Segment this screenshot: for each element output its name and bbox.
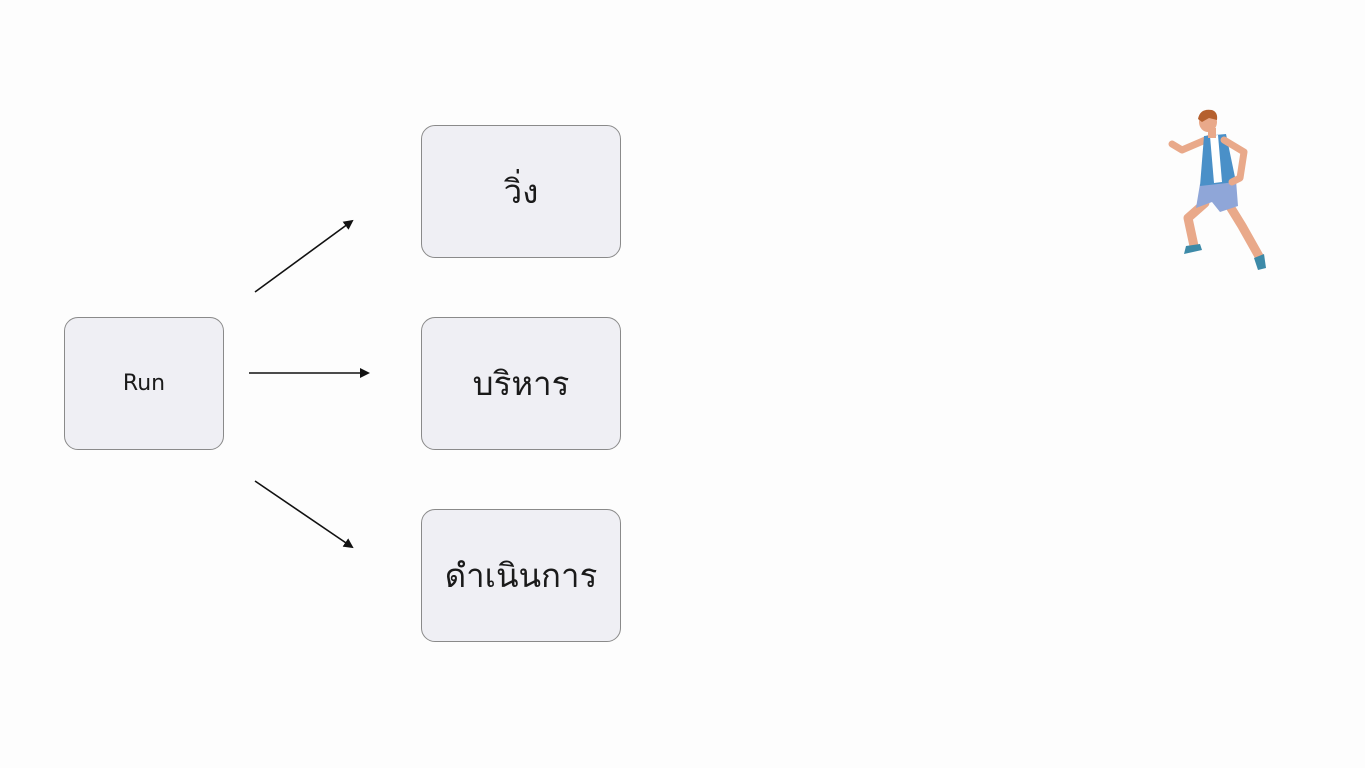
target-node-2-label: บริหาร xyxy=(472,364,570,403)
arrow-to-target-1 xyxy=(254,219,354,293)
target-node-3-label: ดำเนินการ xyxy=(444,556,598,595)
target-node-3: ดำเนินการ xyxy=(421,509,621,642)
arrow-to-target-3 xyxy=(254,480,354,549)
target-node-1-label: วิ่ง xyxy=(503,172,539,211)
source-node-label: Run xyxy=(122,371,166,396)
target-node-2: บริหาร xyxy=(421,317,621,450)
source-node: Run xyxy=(64,317,224,450)
target-node-1: วิ่ง xyxy=(421,125,621,258)
running-man-icon xyxy=(1168,109,1266,270)
